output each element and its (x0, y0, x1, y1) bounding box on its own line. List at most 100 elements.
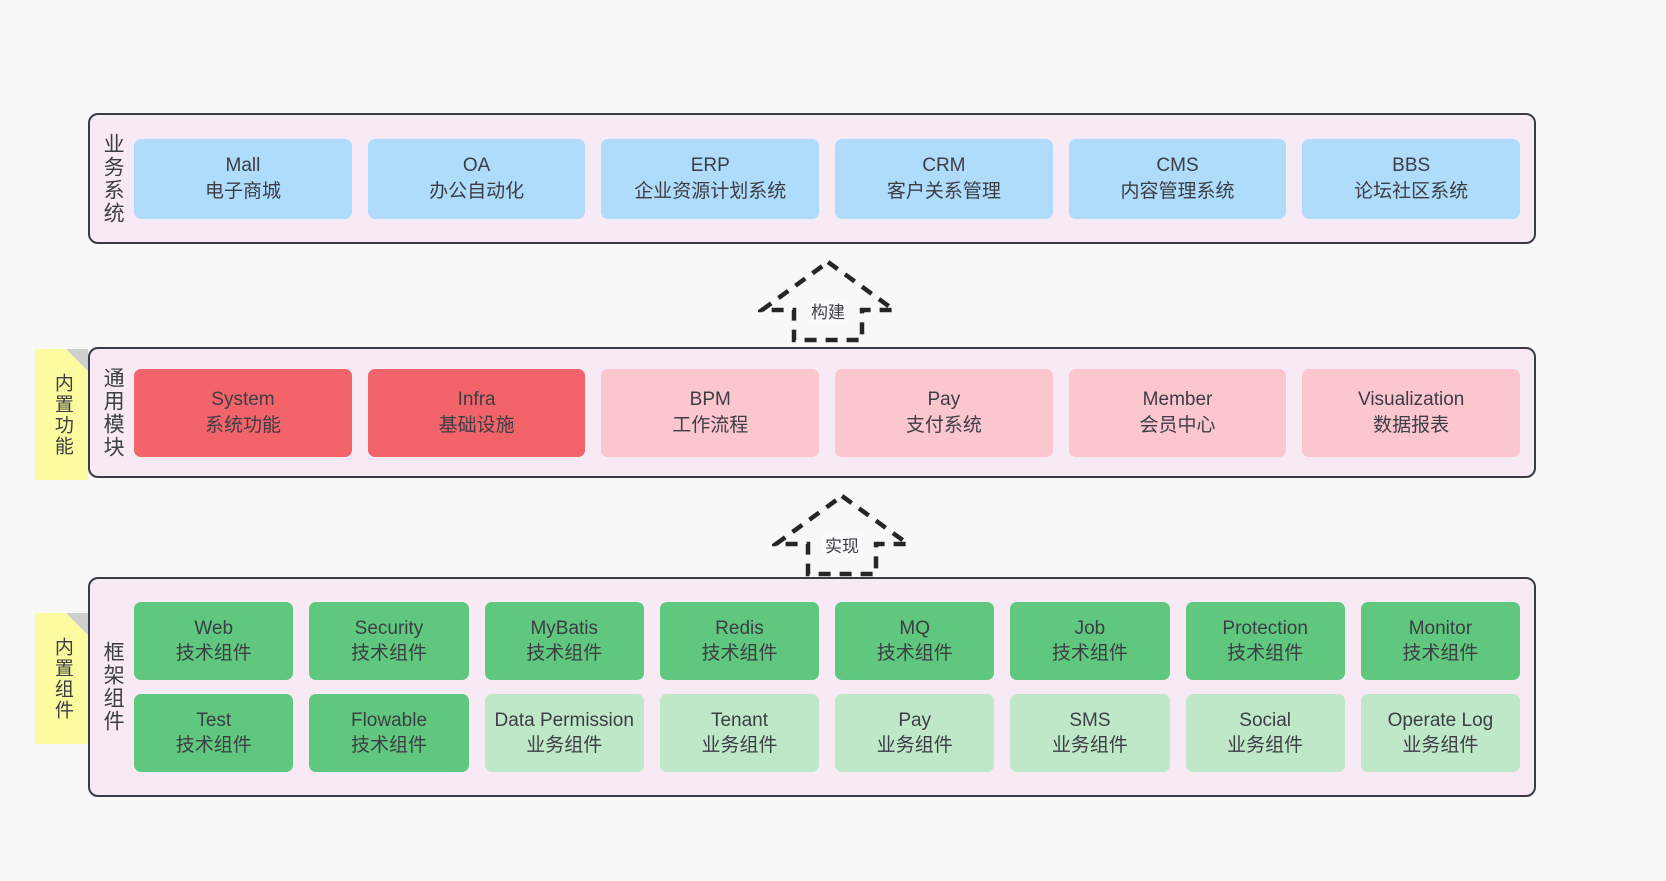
layer-title-framework-components: 框架组件 (101, 641, 125, 733)
card-flowable-cn: 技术组件 (350, 735, 427, 756)
card-mybatis-en: MyBatis (530, 617, 599, 639)
arrow-implement-label: 实现 (822, 532, 862, 557)
card-web[interactable]: Web 技术组件 (134, 602, 294, 680)
card-mq-cn: 技术组件 (876, 643, 953, 664)
card-cms-en: CMS (1156, 155, 1199, 177)
business-systems-card-row: Mall 电子商城 OA 办公自动化 ERP 企业资源计划系统 CRM 客户关系… (132, 115, 1534, 242)
card-oa-cn: 办公自动化 (429, 180, 525, 202)
card-mq[interactable]: MQ 技术组件 (835, 602, 995, 680)
sticky-note-builtin-features-text: 内置功能 (51, 372, 73, 457)
arrow-build-label: 构建 (808, 298, 848, 323)
card-cms[interactable]: CMS 内容管理系统 (1068, 138, 1287, 219)
card-mall-cn: 电子商城 (204, 180, 281, 202)
framework-components-grid: Web 技术组件 Security 技术组件 MyBatis 技术组件 Redi… (132, 579, 1534, 795)
arrow-implement-shape (772, 493, 912, 577)
card-bbs[interactable]: BBS 论坛社区系统 (1302, 138, 1520, 219)
card-oa-en: OA (462, 155, 491, 177)
card-pay-module-cn: 支付系统 (905, 414, 982, 436)
card-data-permission-en: Data Permission (494, 709, 634, 731)
card-bpm-en: BPM (689, 389, 731, 411)
card-erp[interactable]: ERP 企业资源计划系统 (601, 138, 820, 219)
card-cms-cn: 内容管理系统 (1120, 180, 1235, 202)
card-monitor-en: Monitor (1408, 617, 1473, 639)
card-pay-module[interactable]: Pay 支付系统 (835, 368, 1053, 457)
card-system-en: System (211, 389, 275, 411)
card-crm-en: CRM (922, 155, 966, 177)
card-monitor[interactable]: Monitor 技术组件 (1360, 602, 1521, 680)
common-modules-card-row: System 系统功能 Infra 基础设施 BPM 工作流程 Pay 支付系统… (132, 349, 1534, 476)
card-mybatis[interactable]: MyBatis 技术组件 (484, 602, 644, 680)
card-crm-cn: 客户关系管理 (886, 180, 1001, 202)
card-mall[interactable]: Mall 电子商城 (134, 138, 352, 219)
layer-common-modules: 通用模块 System 系统功能 Infra 基础设施 BPM 工作流程 Pay… (88, 347, 1536, 478)
card-redis[interactable]: Redis 技术组件 (659, 602, 820, 680)
card-pay-component[interactable]: Pay 业务组件 (835, 694, 995, 772)
card-mybatis-cn: 技术组件 (526, 643, 603, 664)
card-protection[interactable]: Protection 技术组件 (1185, 602, 1345, 680)
layer-business-systems: 业务系统 Mall 电子商城 OA 办公自动化 ERP 企业资源计划系统 CRM… (88, 113, 1536, 244)
arrow-build-shape (758, 259, 898, 343)
card-pay-module-en: Pay (927, 389, 961, 411)
card-pay-component-cn: 业务组件 (876, 735, 953, 756)
card-operate-log-en: Operate Log (1387, 709, 1494, 731)
card-oa[interactable]: OA 办公自动化 (367, 138, 586, 219)
card-protection-en: Protection (1222, 617, 1308, 639)
sticky-note-builtin-components: 内置组件 (35, 613, 88, 744)
card-redis-cn: 技术组件 (701, 643, 778, 664)
card-visualization-en: Visualization (1358, 389, 1465, 411)
card-job-en: Job (1074, 617, 1106, 639)
card-test-en: Test (196, 709, 232, 731)
card-bpm-cn: 工作流程 (672, 414, 749, 436)
card-system[interactable]: System 系统功能 (134, 368, 352, 457)
card-web-cn: 技术组件 (175, 643, 252, 664)
card-security[interactable]: Security 技术组件 (309, 602, 469, 680)
card-flowable[interactable]: Flowable 技术组件 (309, 694, 469, 772)
sticky-fold-corner-icon (66, 349, 88, 371)
card-security-en: Security (354, 617, 424, 639)
card-bpm[interactable]: BPM 工作流程 (601, 368, 820, 457)
card-web-en: Web (194, 617, 234, 639)
card-infra-en: Infra (457, 389, 496, 411)
arrow-implement: 实现 (772, 492, 912, 578)
layer-framework-components: 框架组件 Web 技术组件 Security 技术组件 MyBatis 技术组件… (88, 577, 1536, 797)
card-member[interactable]: Member 会员中心 (1068, 368, 1287, 457)
card-operate-log[interactable]: Operate Log 业务组件 (1360, 694, 1521, 772)
card-infra[interactable]: Infra 基础设施 (367, 368, 586, 457)
card-bbs-en: BBS (1392, 155, 1431, 177)
card-infra-cn: 基础设施 (438, 414, 515, 436)
card-sms-en: SMS (1069, 709, 1111, 731)
card-security-cn: 技术组件 (350, 643, 427, 664)
card-mall-en: Mall (225, 155, 261, 177)
card-social-cn: 业务组件 (1227, 735, 1304, 756)
layer-title-common-modules: 通用模块 (101, 366, 125, 459)
card-redis-en: Redis (715, 617, 764, 639)
layer-title-business-systems: 业务系统 (101, 132, 125, 225)
card-sms[interactable]: SMS 业务组件 (1010, 694, 1170, 772)
card-job[interactable]: Job 技术组件 (1010, 602, 1170, 680)
card-crm[interactable]: CRM 客户关系管理 (835, 138, 1053, 219)
card-data-permission-cn: 业务组件 (526, 735, 603, 756)
card-tenant[interactable]: Tenant 业务组件 (659, 694, 820, 772)
card-protection-cn: 技术组件 (1227, 643, 1304, 664)
card-flowable-en: Flowable (350, 709, 428, 731)
card-pay-component-en: Pay (898, 709, 932, 731)
card-visualization[interactable]: Visualization 数据报表 (1302, 368, 1520, 457)
card-member-en: Member (1142, 389, 1213, 411)
framework-components-row-1: Web 技术组件 Security 技术组件 MyBatis 技术组件 Redi… (134, 602, 1521, 680)
card-erp-en: ERP (690, 155, 730, 177)
card-tenant-en: Tenant (710, 709, 768, 731)
card-bbs-cn: 论坛社区系统 (1354, 180, 1469, 202)
card-mq-en: MQ (899, 617, 930, 639)
sticky-note-builtin-features: 内置功能 (35, 349, 88, 480)
sticky-note-builtin-components-text: 内置组件 (51, 636, 73, 721)
card-test[interactable]: Test 技术组件 (134, 694, 294, 772)
card-data-permission[interactable]: Data Permission 业务组件 (484, 694, 644, 772)
card-test-cn: 技术组件 (175, 735, 252, 756)
card-social[interactable]: Social 业务组件 (1185, 694, 1345, 772)
card-visualization-cn: 数据报表 (1373, 414, 1450, 436)
arrow-build: 构建 (758, 258, 898, 344)
card-erp-cn: 企业资源计划系统 (634, 180, 787, 202)
card-operate-log-cn: 业务组件 (1402, 735, 1479, 756)
card-member-cn: 会员中心 (1139, 414, 1216, 436)
